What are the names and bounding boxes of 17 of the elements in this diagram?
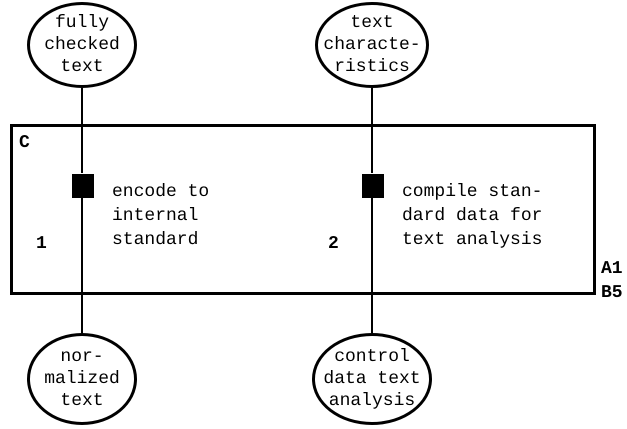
node-label: nor- malized text bbox=[43, 346, 121, 412]
frame-label: C bbox=[19, 132, 30, 155]
connector-line bbox=[81, 88, 83, 173]
side-text: A1 B5 bbox=[601, 258, 624, 305]
step-number: 2 bbox=[328, 233, 340, 256]
node-label: control data text analysis bbox=[322, 346, 422, 412]
connector-line bbox=[81, 197, 83, 333]
connector-line bbox=[371, 88, 373, 173]
process-square bbox=[72, 174, 94, 198]
connector-line bbox=[371, 197, 373, 333]
process-square bbox=[362, 174, 384, 198]
frame-box bbox=[10, 124, 596, 295]
side-text: compile stan- dard data for text analysis bbox=[402, 181, 544, 252]
node-label: text characte- ristics bbox=[322, 12, 422, 78]
step-number: 1 bbox=[36, 233, 48, 256]
side-text: encode to internal standard bbox=[112, 181, 210, 252]
node-label: fully checked text bbox=[43, 12, 121, 78]
